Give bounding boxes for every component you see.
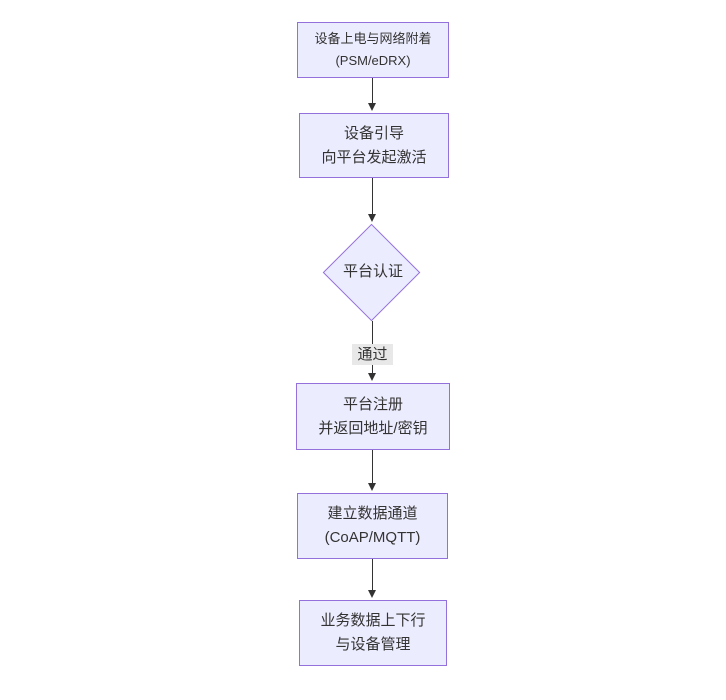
arrow-down-icon [368,590,376,598]
node-device-bootstrap: 设备引导 向平台发起激活 [299,113,449,178]
node-label-line: 并返回地址/密钥 [318,419,428,437]
node-business-data: 业务数据上下行 与设备管理 [299,600,447,666]
node-label-line: 向平台发起激活 [321,148,427,166]
node-label-line: (PSM/eDRX) [335,53,411,68]
arrow-down-icon [368,214,376,222]
node-device-power-attach: 设备上电与网络附着 (PSM/eDRX) [297,22,449,78]
node-label-line: 平台注册 [342,395,403,413]
arrow-down-icon [368,103,376,111]
node-platform-register: 平台注册 并返回地址/密钥 [296,383,450,450]
node-label-line: 设备引导 [343,124,404,142]
node-label-line: 设备上电与网络附着 [314,31,432,46]
node-label-line: 与设备管理 [335,636,411,653]
edge-label-pass: 通过 [352,344,393,365]
arrow-down-icon [368,373,376,381]
node-label-line: 平台认证 [342,263,403,280]
edge-e-f [368,559,376,598]
node-label-line: 业务数据上下行 [320,612,426,629]
edge-d-e [368,450,376,491]
node-label-line: 建立数据通道 [327,505,418,522]
node-label-line: (CoAP/MQTT) [324,529,421,546]
edge-a-b [368,78,376,111]
arrow-down-icon [368,483,376,491]
edge-b-c [368,178,376,222]
node-data-channel: 建立数据通道 (CoAP/MQTT) [297,493,448,559]
